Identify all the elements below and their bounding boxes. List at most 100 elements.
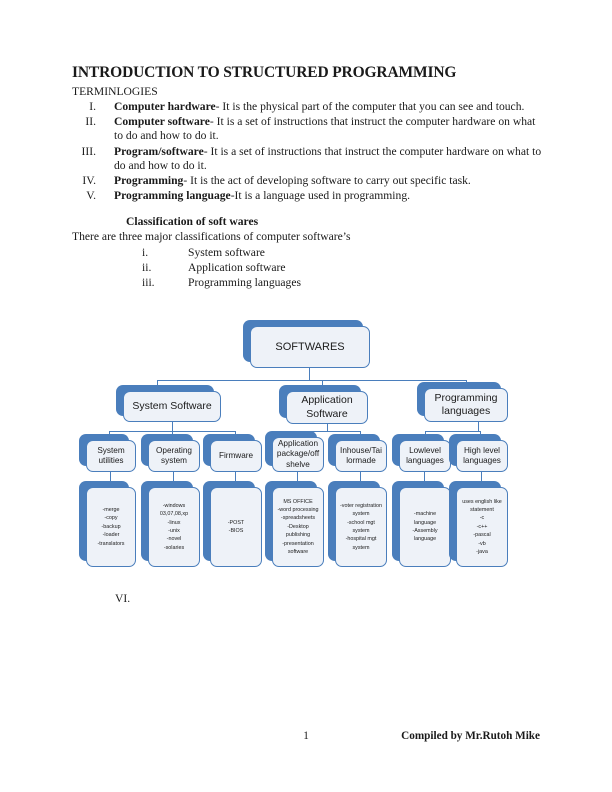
- list-numeral: I.: [89, 99, 96, 113]
- node-face: Application Software: [286, 391, 368, 424]
- node-face: -windows 03,07,08,xp -linux -unix -novel…: [148, 487, 200, 567]
- connector-leaf-stem-5: [360, 472, 362, 487]
- list-numeral: IV.: [82, 174, 96, 188]
- node-face: Programming languages: [424, 388, 508, 422]
- diagram-leaf-application-package: MS OFFICE -word processing -spreadsheets…: [265, 481, 324, 567]
- node-label: High level languages: [463, 445, 501, 465]
- node-face: High level languages: [456, 440, 508, 472]
- connector-app-stem: [327, 424, 329, 431]
- list-item-label: System software: [188, 245, 265, 259]
- node-label: System utilities: [97, 445, 125, 465]
- list-item: IV. Programming- It is the act of develo…: [72, 174, 542, 189]
- term-definition: - It is the act of developing software t…: [183, 174, 471, 188]
- list-numeral: V.: [86, 189, 96, 203]
- diagram-node-root: SOFTWARES: [243, 320, 370, 368]
- document-text-body: INTRODUCTION TO STRUCTURED PROGRAMMING T…: [72, 64, 542, 290]
- page-number: 1: [303, 730, 309, 742]
- node-label: Operating system: [156, 445, 192, 465]
- node-face: Application package/off shelve: [272, 437, 324, 472]
- node-label: SOFTWARES: [275, 341, 345, 353]
- term-definition: - It is the physical part of the compute…: [215, 99, 525, 113]
- page-footer: 1 Compiled by Mr.Rutoh Mike: [72, 730, 540, 746]
- term-name: Programming language: [114, 189, 231, 203]
- diagram-leaf-system-utilities: -merge -copy -backup -loader -translator…: [79, 481, 136, 567]
- node-face: Firmware: [210, 440, 262, 472]
- list-numeral: II.: [85, 114, 96, 128]
- list-item: ii. Application software: [142, 260, 542, 275]
- list-numeral: i.: [142, 245, 149, 259]
- list-item: V. Programming language-It is a language…: [72, 189, 542, 204]
- connector-leaf-stem-6: [424, 472, 426, 487]
- node-label: Firmware: [218, 450, 254, 460]
- list-item-text: Computer software- It is a set of instru…: [114, 115, 542, 144]
- term-definition: - It is a set of instructions that instr…: [114, 114, 536, 143]
- node-face: System Software: [123, 391, 221, 422]
- diagram-node-inhouse-tailormade: Inhouse/Tai lormade: [328, 434, 387, 472]
- connector-leaf-stem-3: [235, 472, 237, 487]
- diagram-node-high-level-languages: High level languages: [449, 434, 508, 472]
- node-label: Inhouse/Tai lormade: [340, 445, 382, 465]
- node-label: Application package/off shelve: [276, 439, 320, 469]
- node-label: -machine language -Assembly language: [412, 511, 438, 543]
- node-face: System utilities: [86, 440, 136, 472]
- diagram-node-operating-system: Operating system: [141, 434, 200, 472]
- connector-leaf-stem-1: [110, 472, 112, 487]
- diagram-leaf-inhouse-tailormade: -voter registration system -school mgt s…: [328, 481, 387, 567]
- node-face: -POST -BIOS: [210, 487, 262, 567]
- trailing-list-numeral: VI.: [115, 592, 131, 605]
- node-label: Application Software: [301, 394, 353, 420]
- list-item-text: Programming language-It is a language us…: [114, 189, 542, 204]
- term-name: Computer software: [114, 114, 210, 128]
- list-numeral: iii.: [142, 275, 155, 289]
- diagram-node-system-utilities: System utilities: [79, 434, 136, 472]
- node-face: -merge -copy -backup -loader -translator…: [86, 487, 136, 567]
- list-item-text: Program/software- It is a set of instruc…: [114, 145, 542, 174]
- node-face: -voter registration system -school mgt s…: [335, 487, 387, 567]
- node-face: Inhouse/Tai lormade: [335, 440, 387, 472]
- node-label: -POST -BIOS: [227, 519, 245, 534]
- diagram-node-firmware: Firmware: [203, 434, 262, 472]
- node-face: Lowlevel languages: [399, 440, 451, 472]
- diagram-node-application-software: Application Software: [279, 385, 368, 424]
- list-item-text: Programming- It is the act of developing…: [114, 174, 542, 189]
- node-face: -machine language -Assembly language: [399, 487, 451, 567]
- connector-sys-stem: [172, 422, 174, 431]
- list-item: III. Program/software- It is a set of in…: [72, 145, 542, 174]
- diagram-leaf-operating-system: -windows 03,07,08,xp -linux -unix -novel…: [141, 481, 200, 567]
- node-label: System Software: [132, 399, 212, 412]
- classification-intro: There are three major classifications of…: [72, 230, 351, 244]
- diagram-node-system-software: System Software: [116, 385, 221, 422]
- connector-app-bus: [296, 431, 360, 433]
- diagram-leaf-high-level-languages: uses english like statement -c -c++ -pas…: [449, 481, 508, 567]
- node-face: uses english like statement -c -c++ -pas…: [456, 487, 508, 567]
- node-label: -voter registration system -school mgt s…: [340, 502, 382, 551]
- list-item-text: Computer hardware- It is the physical pa…: [114, 100, 542, 115]
- node-label: Lowlevel languages: [406, 445, 444, 465]
- terminology-list: I. Computer hardware- It is the physical…: [72, 100, 542, 204]
- list-item: iii. Programming languages: [142, 275, 542, 290]
- list-item-label: Application software: [188, 260, 286, 274]
- node-face: SOFTWARES: [250, 326, 370, 368]
- list-item: II. Computer software- It is a set of in…: [72, 115, 542, 144]
- term-definition: -It is a language used in programming.: [230, 189, 411, 203]
- node-label: -merge -copy -backup -loader -translator…: [97, 507, 125, 547]
- node-face: MS OFFICE -word processing -spreadsheets…: [272, 487, 324, 567]
- classification-list: i. System software ii. Application softw…: [72, 245, 542, 290]
- connector-leaf-stem-2: [173, 472, 175, 487]
- connector-level2-bus: [157, 380, 467, 382]
- diagram-node-application-package: Application package/off shelve: [265, 431, 324, 472]
- connector-leaf-stem-7: [481, 472, 483, 487]
- node-label: MS OFFICE -word processing -spreadsheets…: [277, 498, 319, 555]
- diagram-node-lowlevel-languages: Lowlevel languages: [392, 434, 451, 472]
- diagram-leaf-lowlevel-languages: -machine language -Assembly language: [392, 481, 451, 567]
- list-item-label: Programming languages: [188, 275, 302, 289]
- diagram-node-programming-languages: Programming languages: [417, 382, 508, 422]
- list-numeral: ii.: [142, 260, 152, 274]
- compiled-by-label: Compiled by Mr.Rutoh Mike: [401, 730, 540, 742]
- node-face: Operating system: [148, 440, 200, 472]
- diagram-leaf-firmware: -POST -BIOS: [203, 481, 262, 567]
- list-numeral: III.: [81, 144, 96, 158]
- page-title: INTRODUCTION TO STRUCTURED PROGRAMMING: [72, 64, 457, 81]
